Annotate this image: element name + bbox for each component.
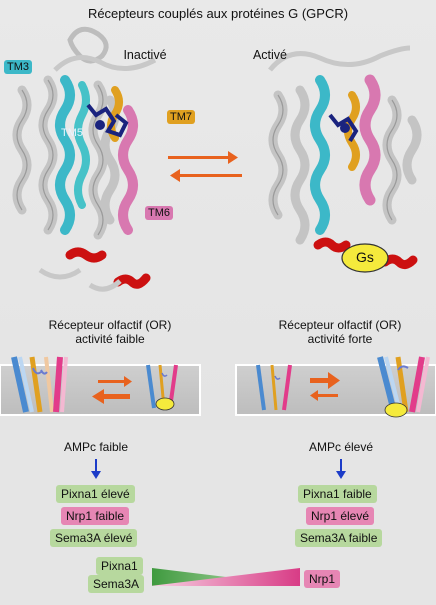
gs-protein-ellipse bbox=[341, 243, 389, 273]
down-arrow-high bbox=[336, 459, 346, 479]
low-nrp1: Nrp1 faible bbox=[61, 507, 130, 525]
camp-low-label: AMPc faible bbox=[63, 440, 129, 454]
or-low-diagram bbox=[0, 356, 201, 416]
active-receptor-structure bbox=[268, 45, 422, 273]
gradient-pink-triangle bbox=[150, 568, 300, 586]
figure-title: Récepteurs couplés aux protéines G (GPCR… bbox=[87, 6, 349, 21]
high-nrp1: Nrp1 élevé bbox=[306, 507, 375, 525]
or-low-title: Récepteur olfactif (OR) bbox=[48, 318, 172, 332]
or-high-title: Récepteur olfactif (OR) bbox=[278, 318, 402, 332]
inactive-receptor-structure bbox=[12, 26, 157, 292]
low-pixna1: Pixna1 élevé bbox=[56, 485, 135, 503]
active-label: Activé bbox=[252, 48, 288, 62]
camp-high-label: AMPc élevé bbox=[308, 440, 374, 454]
tm3-label: TM3 bbox=[4, 60, 32, 74]
low-sema3a: Sema3A élevé bbox=[50, 529, 138, 547]
gradient-pixna1: Pixna1 bbox=[96, 557, 143, 575]
down-arrow-low bbox=[91, 459, 101, 479]
or-high-subtitle: activité forte bbox=[307, 332, 373, 346]
high-pixna1: Pixna1 faible bbox=[298, 485, 377, 503]
tm7-label: TM7 bbox=[167, 110, 195, 124]
inactive-label: Inactivé bbox=[123, 48, 167, 62]
tm5-label: TM5 bbox=[61, 127, 83, 139]
gradient-sema3a: Sema3A bbox=[88, 575, 145, 593]
equilibrium-arrows-top bbox=[168, 151, 242, 182]
gradient-nrp1: Nrp1 bbox=[304, 570, 341, 588]
or-low-subtitle: activité faible bbox=[75, 332, 145, 346]
or-high-diagram bbox=[235, 356, 436, 418]
high-sema3a: Sema3A faible bbox=[295, 529, 383, 547]
tm6-label: TM6 bbox=[145, 206, 173, 220]
gs-label: Gs bbox=[356, 249, 374, 265]
